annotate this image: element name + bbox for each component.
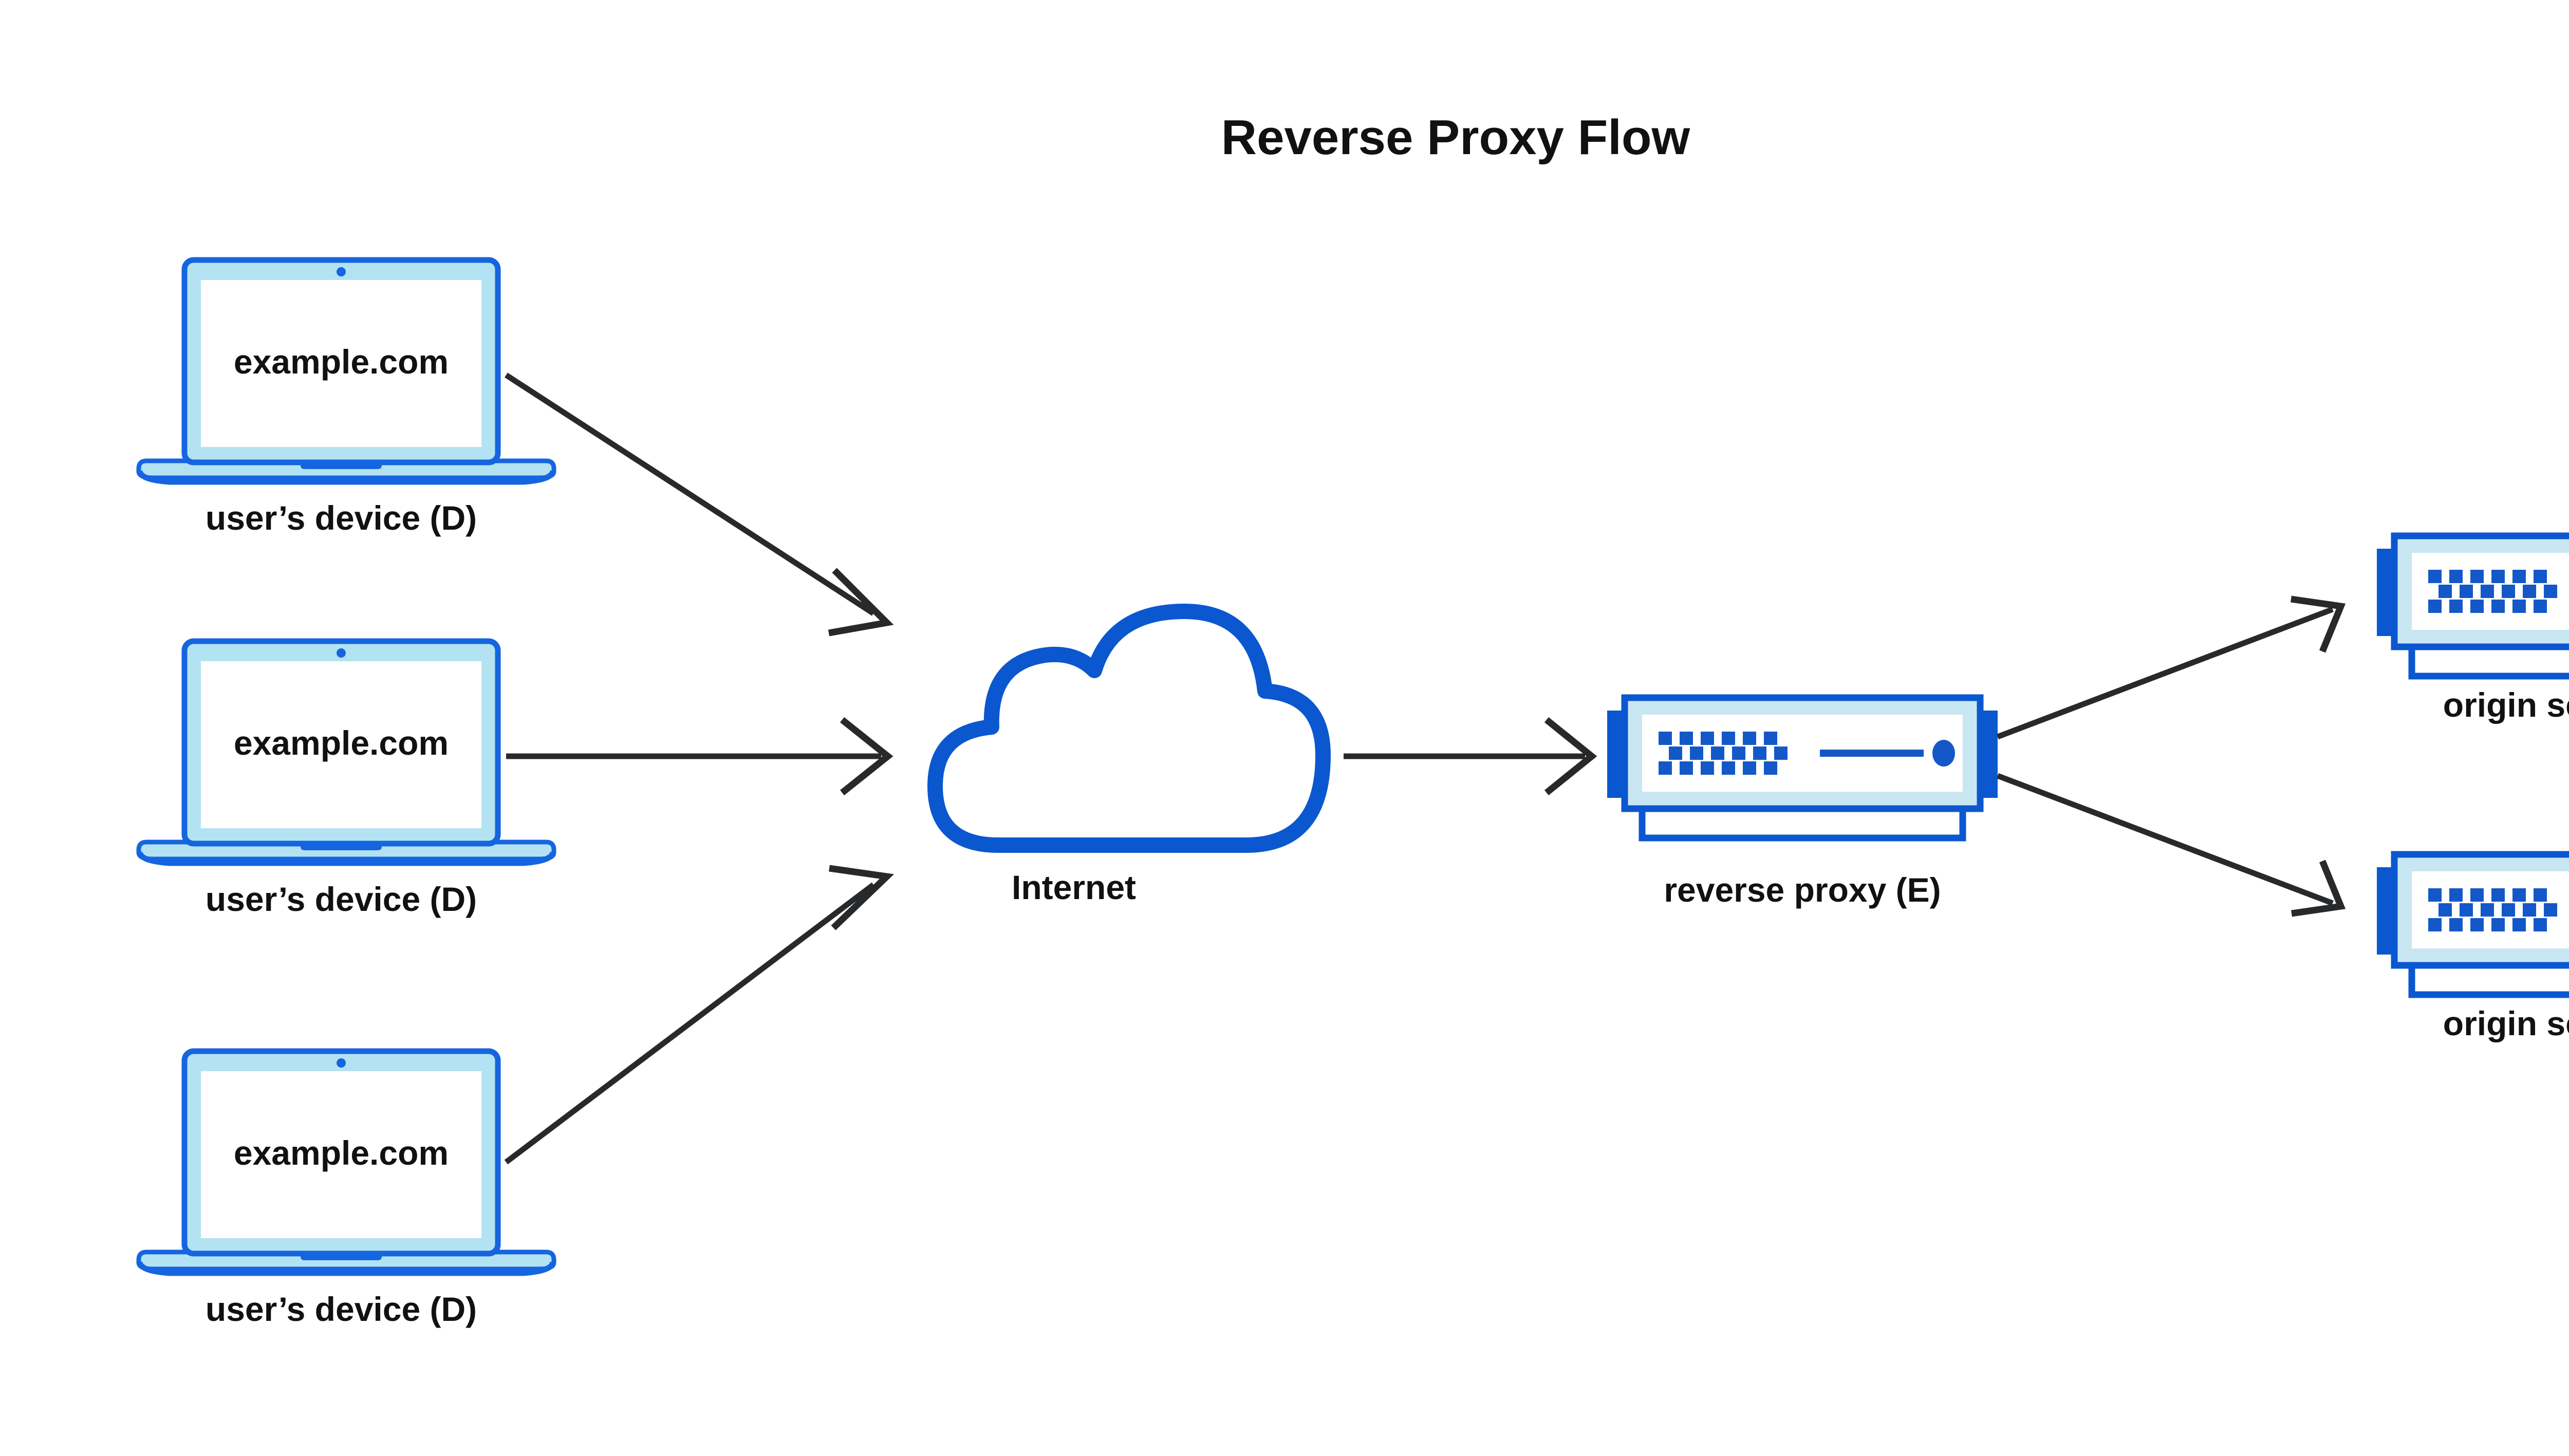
node-user-device-2[interactable]: example.com user’s device (D) [136,638,556,918]
node-origin-server-1[interactable]: origin server (F) [2377,532,2569,724]
laptop-icon-1 [136,257,556,485]
node-user-device-1[interactable]: example.com user’s device (D) [136,257,556,537]
device-label-1: user’s device (D) [206,499,477,537]
node-origin-server-2[interactable]: origin server (F) [2377,851,2569,1042]
server-icon-origin-2 [2377,851,2569,998]
device-label-2: user’s device (D) [206,880,477,918]
edge-device1-to-internet [505,372,894,637]
server-icon-proxy [1607,694,1998,842]
laptop-icon-3 [136,1048,556,1276]
device-screen-text-2: example.com [234,724,449,762]
edge-internet-to-reverse-proxy [1344,717,1597,796]
origin-server-label-1: origin server (F) [2443,686,2569,724]
node-internet[interactable]: Internet [927,604,1331,906]
server-icon-origin-1 [2377,532,2569,680]
device-screen-text-3: example.com [234,1134,449,1172]
reverse-proxy-label: reverse proxy (E) [1664,871,1941,909]
internet-label: Internet [1012,868,1136,906]
device-screen-text-1: example.com [234,343,449,381]
node-reverse-proxy[interactable]: reverse proxy (E) [1607,694,1998,909]
page-title: Reverse Proxy Flow [1221,110,1690,165]
laptop-icon-2 [136,638,556,866]
origin-server-label-2: origin server (F) [2443,1004,2569,1042]
node-user-device-3[interactable]: example.com user’s device (D) [136,1048,556,1328]
edge-proxy-to-origin-1 [1997,595,2346,740]
edge-device3-to-internet [504,865,895,1165]
edge-device2-to-internet [506,717,893,796]
edge-proxy-to-origin-2 [1997,773,2346,917]
device-label-3: user’s device (D) [206,1290,477,1328]
cloud-icon [927,604,1331,853]
